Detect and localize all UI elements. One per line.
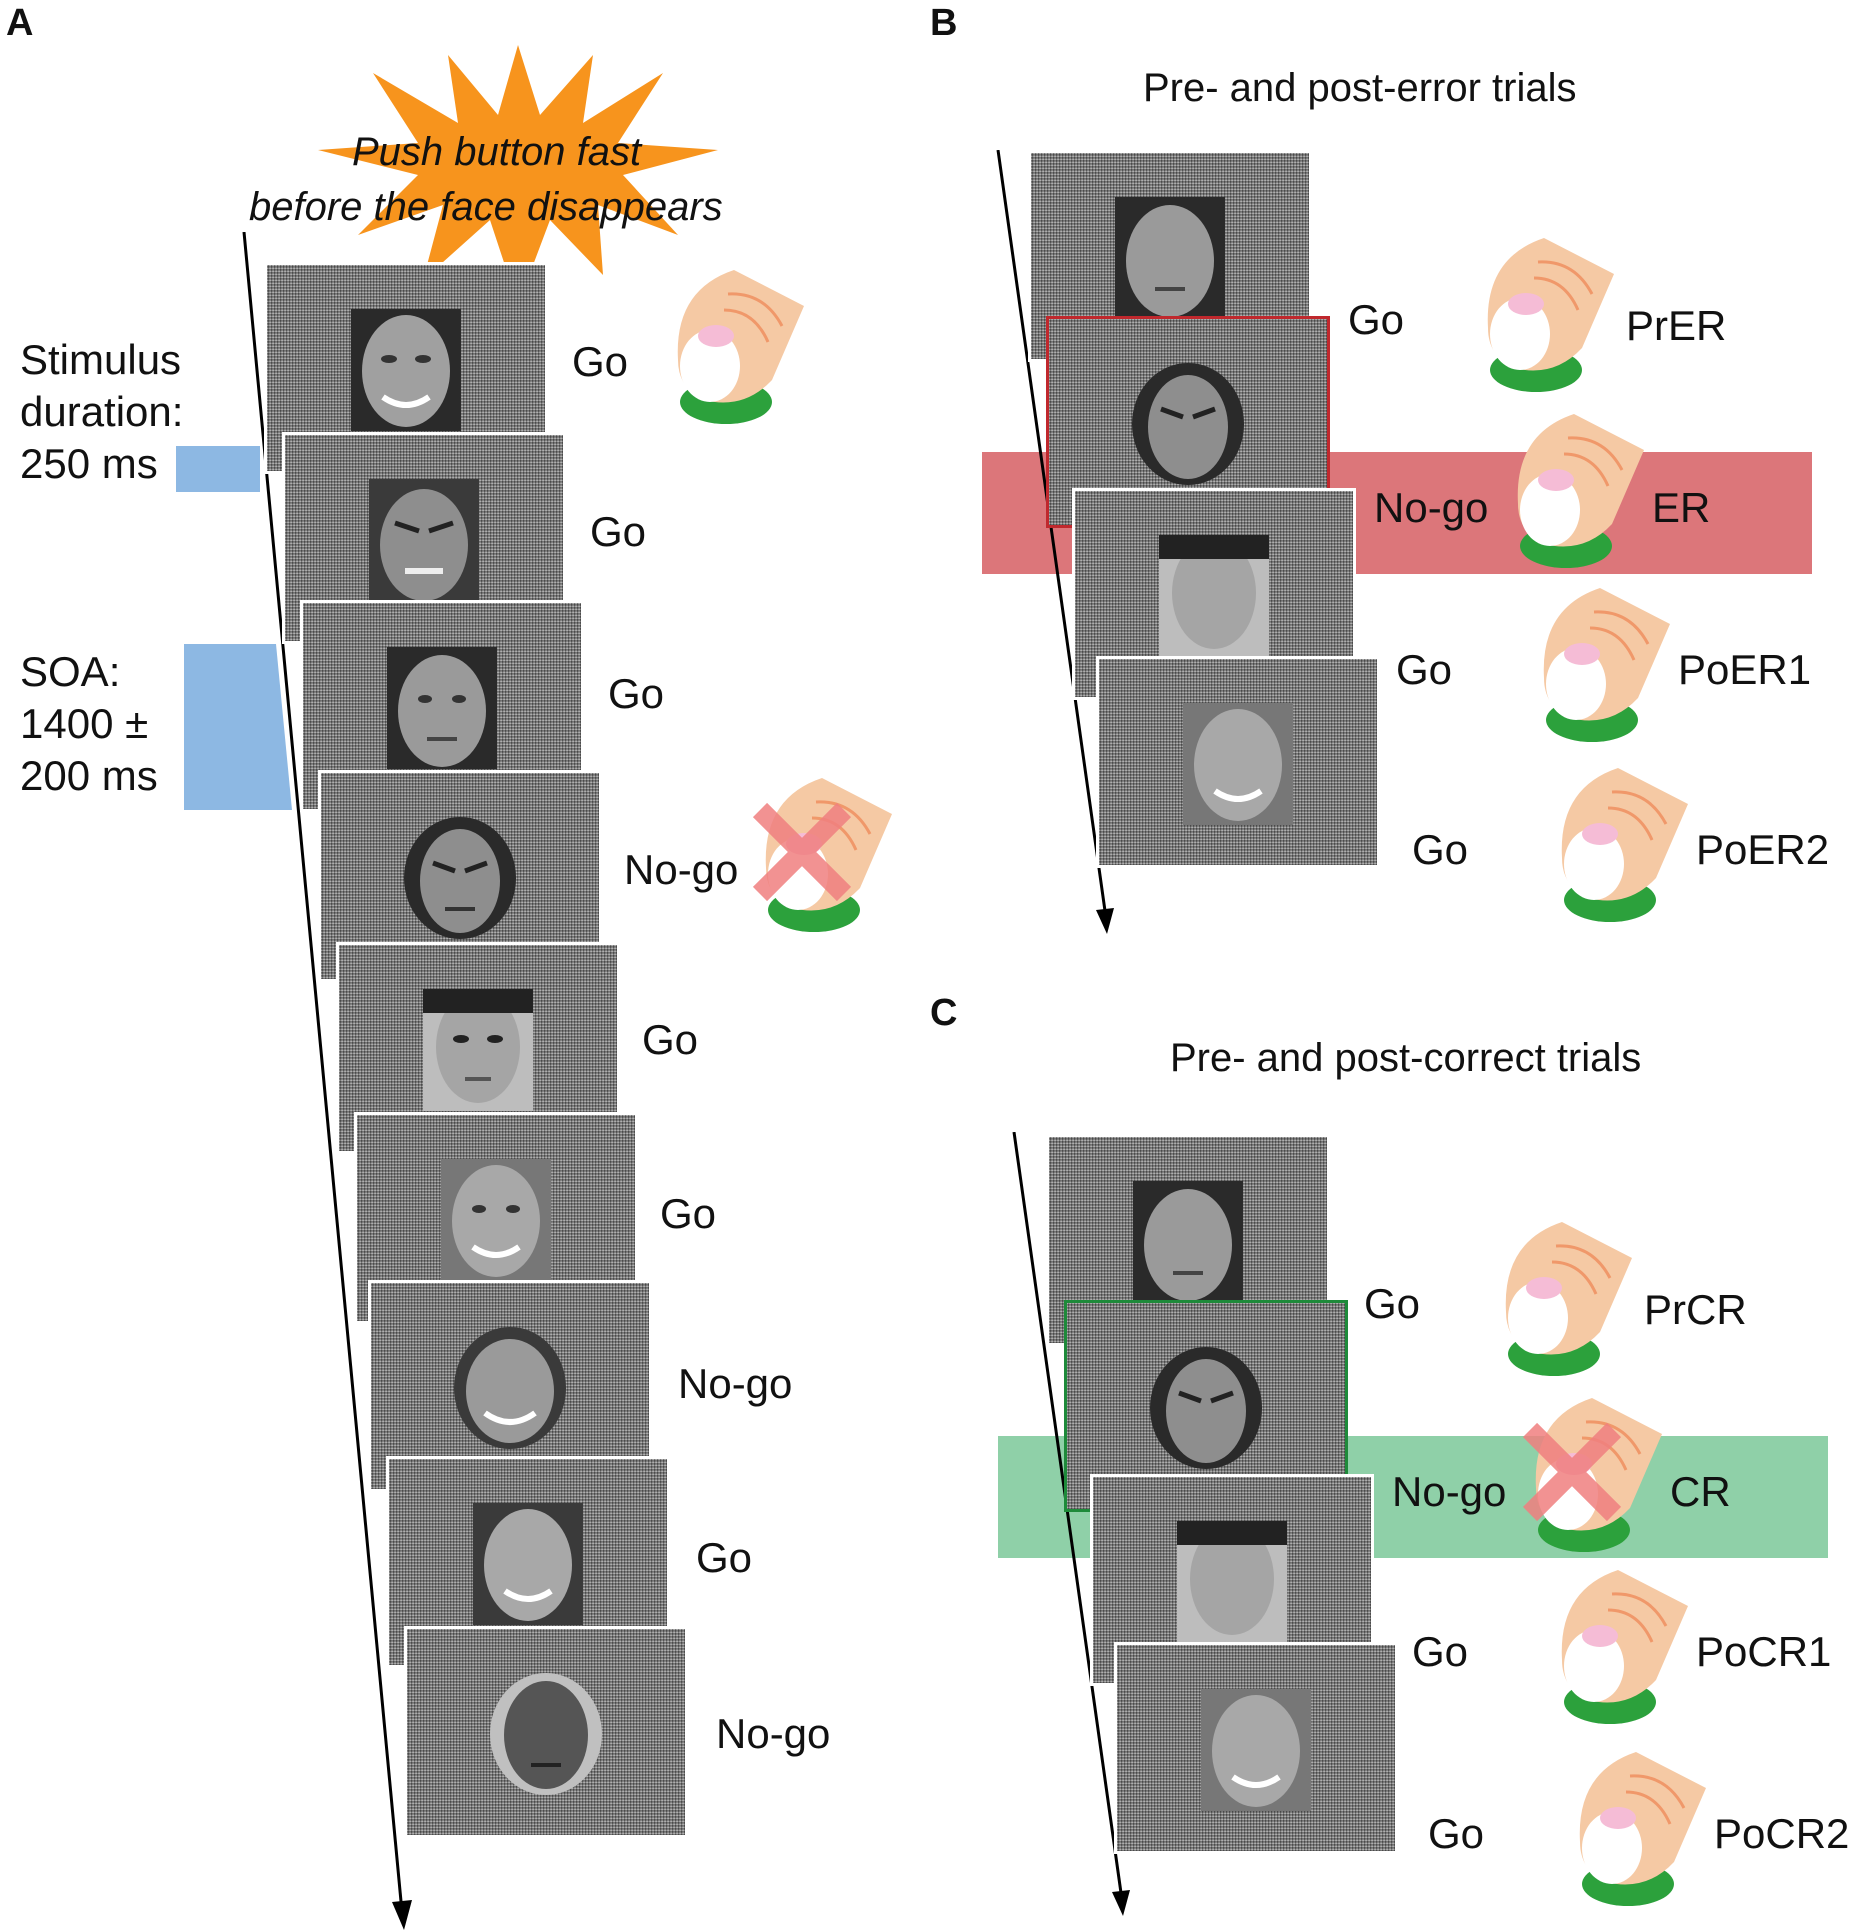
finger-press-icon xyxy=(1548,768,1688,938)
soa-bar xyxy=(184,644,294,817)
male-neutral-face-icon xyxy=(1115,197,1225,319)
trial-code: PoER2 xyxy=(1696,826,1830,873)
male-smiling-face-icon xyxy=(441,1159,551,1281)
panel-c-title: Pre- and post-correct trials xyxy=(1170,1036,1642,1080)
trial-code: PoER1 xyxy=(1678,646,1812,693)
male-smiling-oval-face-icon xyxy=(454,1327,566,1449)
panel-c-letter: C xyxy=(930,992,958,1034)
male-neutral-face-icon xyxy=(1133,1181,1243,1303)
finger-press-icon xyxy=(1530,588,1670,758)
stimulus-duration-line-2: duration: xyxy=(20,388,184,435)
trial-label: Go xyxy=(1412,1628,1469,1675)
soa-text: SOA: 1400 ± 200 ms xyxy=(20,646,158,802)
panel-b-letter: B xyxy=(930,2,958,44)
female-neutral-face-icon xyxy=(1159,535,1269,657)
soa-line-1: SOA: xyxy=(20,648,121,695)
panel-a-letter: A xyxy=(6,2,34,44)
finger-press-icon xyxy=(1548,1570,1688,1740)
trial-code: ER xyxy=(1652,484,1711,531)
trial-code: PoCR2 xyxy=(1714,1810,1850,1857)
finger-press-icon xyxy=(1474,238,1614,408)
stimulus-duration-text: Stimulus duration: 250 ms xyxy=(20,334,183,490)
trial-label: Go xyxy=(1412,826,1469,873)
female-smiling-face-icon xyxy=(473,1503,583,1625)
male-angry-face-icon xyxy=(369,479,479,601)
male-angry-oval-face-icon xyxy=(404,817,516,939)
female-neutral-face-icon xyxy=(1177,1521,1287,1643)
trial-label: Go xyxy=(1364,1280,1421,1327)
finger-press-icon xyxy=(664,270,804,440)
trial-code: PoCR1 xyxy=(1696,1628,1832,1675)
finger-no-press-icon xyxy=(752,778,892,948)
trial-label: No-go xyxy=(624,846,739,893)
stimulus-duration-bar xyxy=(176,446,260,492)
male-smiling-face-icon xyxy=(1201,1689,1311,1811)
instruction-line-1: Push button fast xyxy=(352,130,642,174)
female-neutral-oval-face-icon xyxy=(490,1673,602,1795)
timeline-arrow-a xyxy=(236,232,416,1932)
trial-label: Go xyxy=(1396,646,1453,693)
stimulus-card xyxy=(1114,1642,1398,1854)
trial-label: Go xyxy=(608,670,665,717)
soa-line-2: 1400 ± xyxy=(20,700,149,747)
female-neutral-face-icon xyxy=(423,989,533,1111)
male-angry-oval-face-icon xyxy=(1132,363,1244,485)
male-angry-oval-face-icon xyxy=(1150,1347,1262,1469)
trial-label: Go xyxy=(1348,296,1405,343)
male-smiling-face-icon xyxy=(1183,703,1293,825)
trial-label: Go xyxy=(642,1016,699,1063)
trial-label: No-go xyxy=(1392,1468,1507,1515)
trial-label: Go xyxy=(1428,1810,1485,1857)
trial-label: No-go xyxy=(1374,484,1489,531)
trial-code: CR xyxy=(1670,1468,1731,1515)
stimulus-duration-line-3: 250 ms xyxy=(20,440,158,487)
finger-press-icon xyxy=(1492,1222,1632,1392)
starburst-icon xyxy=(318,45,718,310)
trial-label: Go xyxy=(572,338,629,385)
stimulus-card xyxy=(1096,656,1380,868)
finger-press-icon xyxy=(1566,1752,1706,1922)
instruction-line-2: before the face disappears xyxy=(249,185,723,229)
stimulus-card xyxy=(404,1626,688,1838)
trial-label: No-go xyxy=(678,1360,793,1407)
trial-label: Go xyxy=(696,1534,753,1581)
trial-label: Go xyxy=(660,1190,717,1237)
panel-b-title: Pre- and post-error trials xyxy=(1143,66,1577,110)
finger-no-press-icon xyxy=(1522,1398,1662,1568)
male-neutral-face-icon xyxy=(387,647,497,769)
timeline-arrow-b xyxy=(994,150,1114,940)
trial-code: PrER xyxy=(1626,302,1727,349)
soa-line-3: 200 ms xyxy=(20,752,158,799)
trial-code: PrCR xyxy=(1644,1286,1747,1333)
stimulus-duration-line-1: Stimulus xyxy=(20,336,182,383)
female-smiling-face-icon xyxy=(351,309,461,431)
finger-press-icon xyxy=(1504,414,1644,584)
trial-label: Go xyxy=(590,508,647,555)
trial-label: No-go xyxy=(716,1710,831,1757)
timeline-arrow-c xyxy=(1010,1132,1130,1922)
